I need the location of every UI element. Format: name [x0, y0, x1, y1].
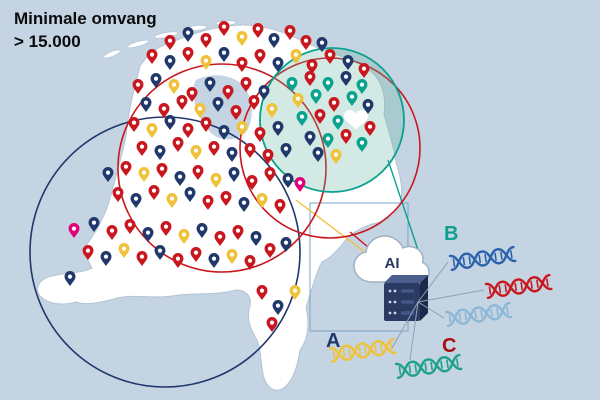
- island: [103, 49, 121, 59]
- dna-icon-lightblue: [444, 301, 513, 328]
- hub-line: [409, 301, 419, 361]
- dna-icon-red: [484, 273, 553, 300]
- server-dot: [388, 311, 392, 315]
- title: Minimale omvang > 15.000: [14, 8, 157, 54]
- group-labels: A B C: [326, 223, 458, 357]
- dna-icon-teal: [394, 353, 463, 380]
- hub-line: [417, 261, 449, 303]
- server-side: [420, 275, 428, 321]
- server-lights: [388, 289, 397, 315]
- map-pin-blue: [102, 167, 114, 182]
- ai-label: AI: [385, 255, 400, 272]
- region-circle-blue: [29, 116, 301, 388]
- server-slot: [401, 289, 414, 293]
- dna-icon-blue: [448, 245, 517, 272]
- server-slots: [401, 289, 414, 315]
- server-slot: [401, 300, 414, 304]
- hub-line: [391, 301, 419, 349]
- island: [127, 39, 149, 49]
- server-icon: [384, 275, 428, 321]
- server-dot: [393, 311, 397, 315]
- netherlands-map: [37, 24, 403, 391]
- server-dot: [393, 289, 397, 293]
- title-line2: > 15.000: [14, 31, 81, 51]
- map-pin-magenta: [68, 223, 80, 238]
- server-dot: [388, 300, 392, 304]
- hub-line: [417, 289, 485, 303]
- region-circle-red-west: [117, 63, 327, 273]
- server-dot: [388, 289, 392, 293]
- hub-line: [417, 301, 445, 319]
- group-label-A: A: [326, 330, 340, 352]
- group-label-C: C: [442, 335, 456, 357]
- title-line1: Minimale omvang: [14, 9, 157, 28]
- ai-cloud-icon: [353, 235, 430, 283]
- server-dot: [393, 300, 397, 304]
- region-circle-teal: [259, 47, 405, 193]
- server-top: [384, 275, 428, 283]
- hub-lines: [391, 261, 485, 361]
- group-label-B: B: [444, 223, 458, 245]
- connector-line: [387, 159, 419, 251]
- heart-marker: [344, 110, 368, 130]
